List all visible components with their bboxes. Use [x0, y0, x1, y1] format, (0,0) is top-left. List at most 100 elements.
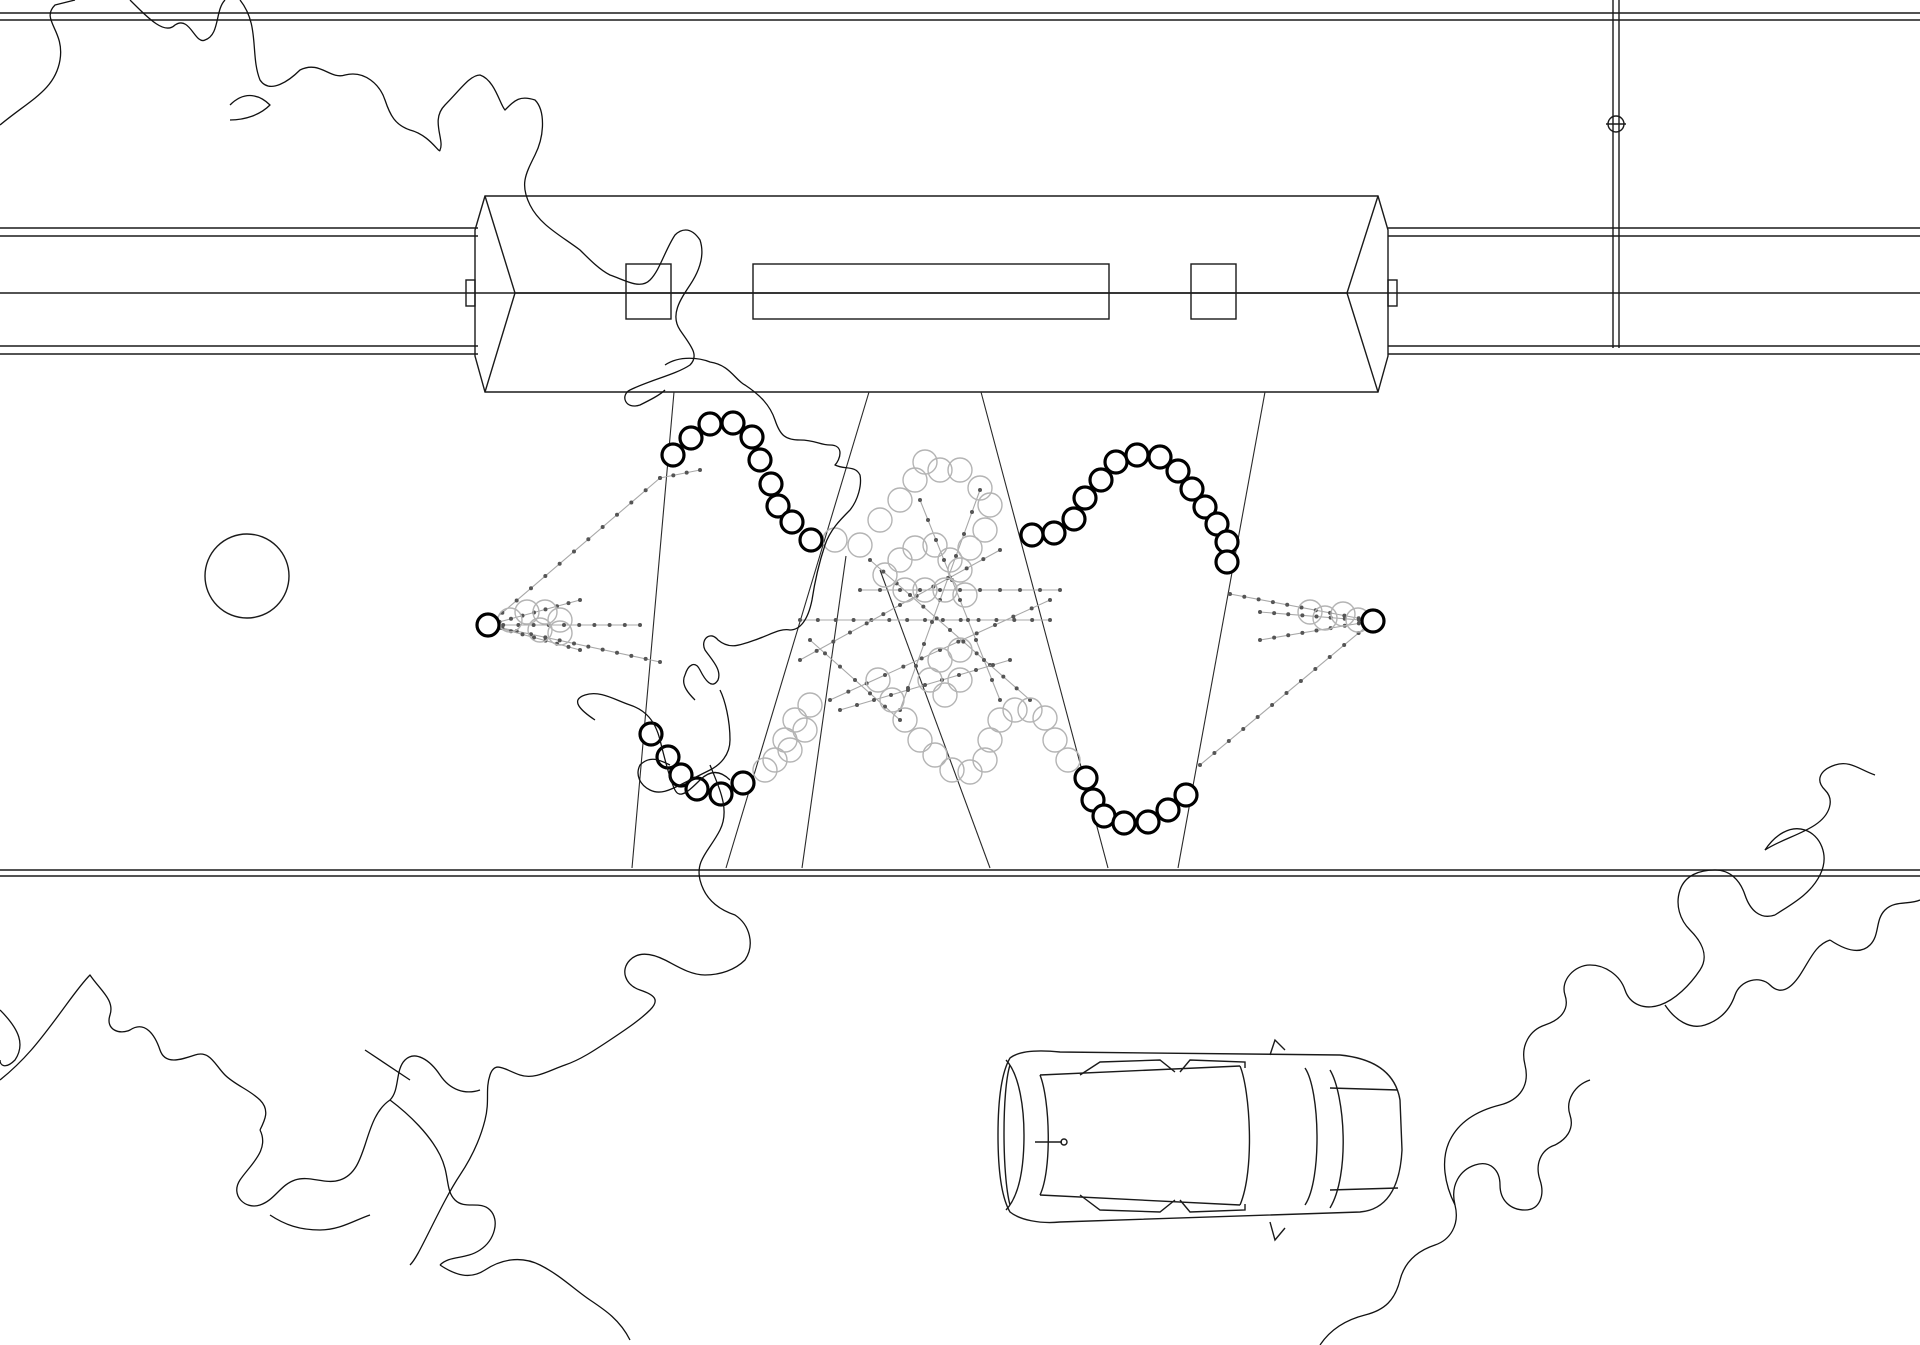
chain-ring [798, 527, 824, 553]
ghost-ring [912, 577, 938, 603]
sidewalk-edge [0, 869, 1920, 877]
lattice-node [958, 588, 962, 592]
chain-ring [730, 770, 756, 796]
ghost-ring [902, 467, 928, 493]
ghost-ring [927, 647, 953, 673]
lattice-node [516, 623, 521, 627]
lattice-node [838, 708, 842, 712]
lattice-node [864, 621, 869, 626]
ghost-ring [932, 682, 958, 708]
lattice-node [658, 476, 662, 480]
tram-window-left [625, 263, 672, 320]
ghost-ring [547, 620, 573, 646]
lattice-node [998, 588, 1002, 592]
road-edge-top [0, 12, 1920, 21]
lattice-node [868, 691, 872, 696]
lattice-node [1038, 588, 1042, 592]
lattice-node [1356, 621, 1361, 626]
lattice-node [981, 557, 986, 562]
lattice-node [1356, 617, 1361, 622]
lattice-node [974, 638, 978, 642]
chain-ring [1135, 809, 1161, 835]
ghost-ring [972, 517, 998, 543]
lattice-structure [486, 468, 1375, 767]
lattice-node [600, 525, 605, 529]
ghost-ring [1017, 697, 1043, 723]
chain-ring [1061, 506, 1087, 532]
lattice-strut [659, 469, 701, 479]
lattice-node [964, 566, 969, 571]
lattice-node [592, 623, 597, 627]
lattice-node [887, 618, 892, 622]
lattice-node [918, 588, 922, 592]
lattice-node [1300, 613, 1305, 618]
lattice-node [543, 607, 548, 612]
platform-trapezoid-right [879, 391, 1266, 869]
lattice-node [514, 598, 519, 603]
tram-vehicle [465, 195, 1398, 393]
chain-ring [1124, 442, 1150, 468]
lattice-node [855, 703, 859, 707]
chain-ring [475, 612, 501, 638]
lattice-node [1270, 600, 1275, 605]
lattice-node [1284, 691, 1289, 695]
lattice-node [566, 644, 571, 649]
lattice-node [1255, 715, 1260, 719]
lattice-node [922, 642, 926, 646]
chain-ring [1073, 765, 1099, 791]
lattice-node [1272, 635, 1277, 640]
chain-ring [720, 410, 746, 436]
lattice-node [1313, 667, 1318, 671]
lattice-node [578, 598, 582, 602]
lattice-node [823, 651, 827, 656]
lattice-node [918, 498, 922, 502]
lattice-node [934, 616, 939, 621]
lattice-node [906, 688, 910, 692]
lattice-node [954, 554, 958, 558]
chain-ring [1165, 458, 1191, 484]
ghost-ring [907, 727, 933, 753]
lattice-node [978, 588, 982, 592]
ghost-ring [947, 457, 973, 483]
lattice-node [957, 673, 961, 677]
lattice-node [846, 689, 851, 694]
lattice-node [1030, 618, 1035, 622]
lattice-node [1342, 613, 1347, 618]
lattice-node [532, 635, 536, 640]
lattice-node [798, 618, 802, 622]
chain-ring [697, 411, 723, 437]
lattice-node [543, 574, 548, 578]
lattice-node [966, 618, 970, 622]
chain-ring [779, 509, 805, 535]
lattice-node [976, 618, 981, 622]
ghost-ring [847, 532, 873, 558]
lattice-node [1028, 698, 1032, 702]
lattice-node [1029, 606, 1034, 611]
lattice-node [543, 635, 548, 640]
chain-ring [1111, 810, 1137, 836]
lattice-node [858, 588, 862, 592]
ghost-ring [547, 607, 573, 633]
lattice-node [586, 537, 591, 542]
lattice-node [578, 648, 582, 652]
ghost-ring [957, 759, 983, 785]
lattice-node [878, 588, 882, 592]
ghost-ring [977, 492, 1003, 518]
tram-window-right [1190, 263, 1237, 320]
lattice-node [1018, 588, 1022, 592]
lattice-node [838, 664, 842, 669]
ghost-ring [867, 507, 893, 533]
lattice-node [930, 620, 934, 624]
lattice-node [557, 561, 562, 566]
parked-car [997, 1038, 1403, 1242]
lattice-node [1014, 686, 1019, 691]
ghost-ring [865, 667, 891, 693]
lattice-node [938, 648, 942, 652]
lattice-node [1298, 679, 1303, 683]
lattice-node [615, 512, 619, 517]
lattice-node [898, 718, 902, 722]
lattice-node [883, 673, 887, 677]
ghost-ring [872, 562, 898, 588]
lattice-node [991, 663, 995, 667]
